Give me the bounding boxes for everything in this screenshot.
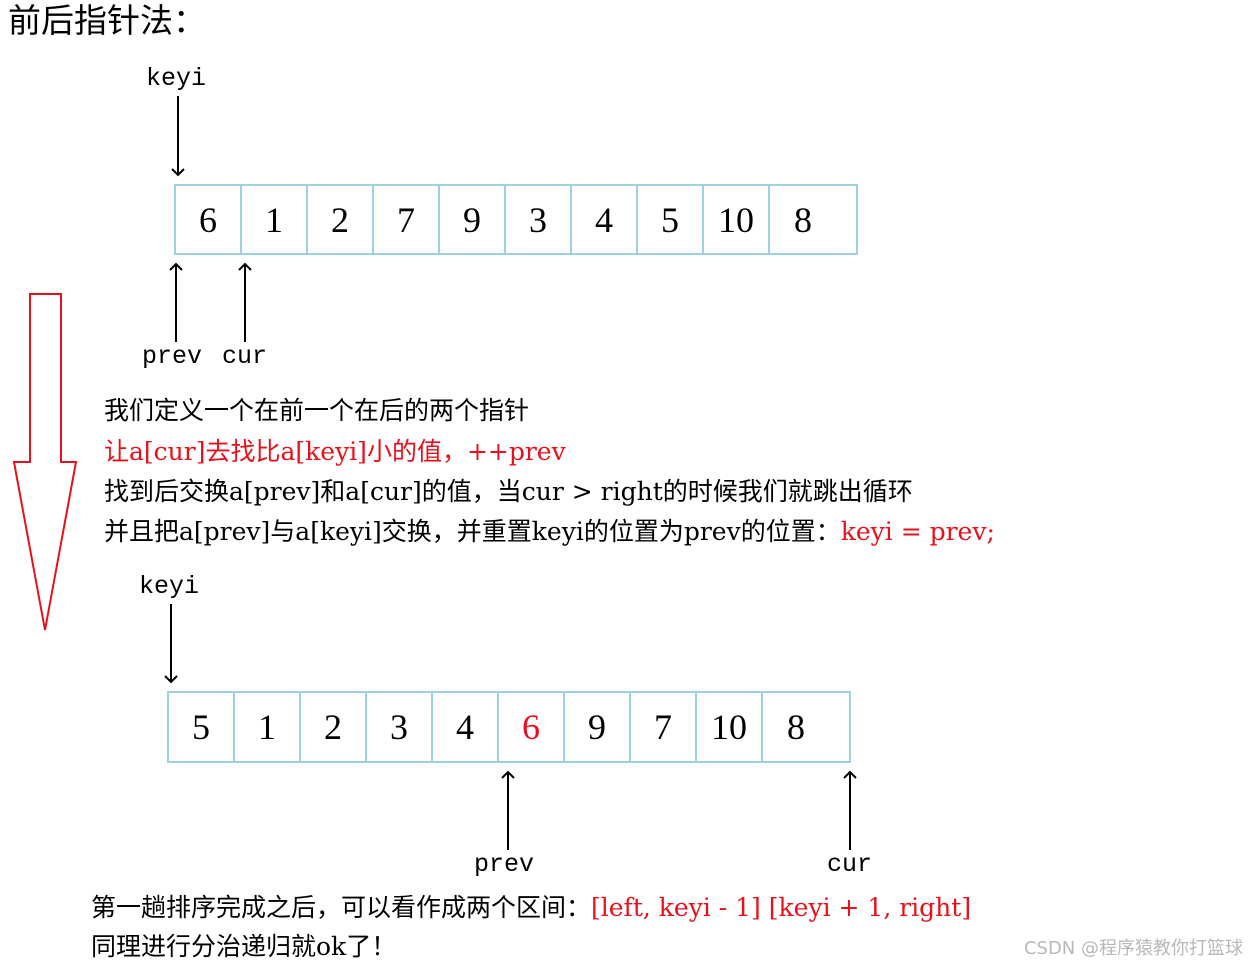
watermark: CSDN @程序猿教你打篮球 bbox=[1023, 938, 1243, 959]
array-cell: 5 bbox=[638, 186, 704, 253]
array-cell: 1 bbox=[235, 693, 301, 761]
keyi-label-2: keyi bbox=[139, 572, 200, 601]
array-cell: 4 bbox=[572, 186, 638, 253]
cur-label-2: cur bbox=[827, 850, 873, 879]
intervals: [left, keyi - 1] [keyi + 1, right] bbox=[591, 893, 972, 922]
text-line-6: 同理进行分治递归就ok了！ bbox=[91, 932, 397, 961]
text-line-4-main: 并且把a[prev]与a[keyi]交换，并重置keyi的位置为prev的位置： bbox=[104, 517, 841, 546]
text-line-3: 找到后交换a[prev]和a[cur]的值，当cur > right的时候我们就… bbox=[104, 477, 913, 506]
down-arrow-icon bbox=[12, 293, 78, 631]
text-line-1: 我们定义一个在前一个在后的两个指针 bbox=[104, 396, 530, 425]
array-cell: 1 bbox=[242, 186, 308, 253]
cur-label-1: cur bbox=[222, 342, 268, 371]
array-cell: 7 bbox=[374, 186, 440, 253]
keyi-label-1: keyi bbox=[146, 64, 207, 93]
array-cell: 8 bbox=[787, 707, 805, 747]
prev-label-2: prev bbox=[474, 850, 535, 879]
code-keyi-prev: keyi = prev; bbox=[840, 517, 995, 546]
text-line-5: 第一趟排序完成之后，可以看作成两个区间：[left, keyi - 1] [ke… bbox=[91, 895, 971, 920]
title: 前后指针法： bbox=[8, 1, 206, 40]
array-cell: 10 bbox=[697, 693, 763, 761]
array-cell: 6 bbox=[176, 186, 242, 253]
array-cell: 3 bbox=[367, 693, 433, 761]
prev-label-1: prev bbox=[142, 342, 203, 371]
text-line-2: 让a[cur]去找比a[keyi]小的值，++prev bbox=[104, 437, 566, 466]
array-cell: 4 bbox=[433, 693, 499, 761]
array-cell: 10 bbox=[704, 186, 770, 253]
array-cell: 5 bbox=[169, 693, 235, 761]
array-cell: 6 bbox=[499, 693, 565, 761]
text-line-5-main: 第一趟排序完成之后，可以看作成两个区间： bbox=[91, 893, 592, 922]
array-cell: 8 bbox=[794, 199, 812, 240]
text-line-4: 并且把a[prev]与a[keyi]交换，并重置keyi的位置为prev的位置：… bbox=[104, 519, 995, 544]
array-cell: 3 bbox=[506, 186, 572, 253]
array-cell: 2 bbox=[308, 186, 374, 253]
array-cell: 7 bbox=[631, 693, 697, 761]
array-cell: 9 bbox=[440, 186, 506, 253]
array-cell: 2 bbox=[301, 693, 367, 761]
array-cell: 9 bbox=[565, 693, 631, 761]
